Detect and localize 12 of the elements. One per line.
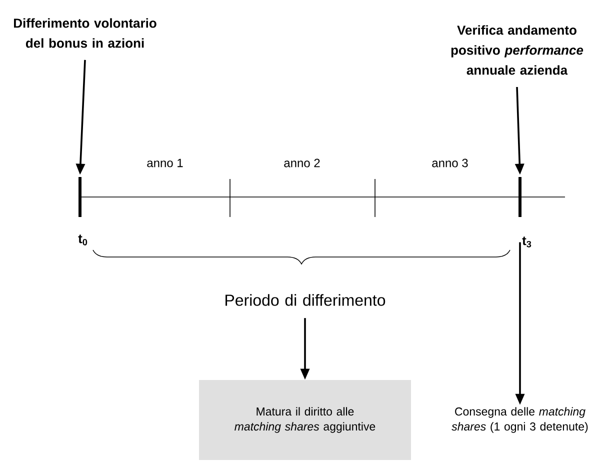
year-label: anno 2 — [282, 158, 322, 168]
note-text: Consegna delle matching shares (1 ogni 3 detenute) — [452, 407, 588, 433]
year-label: anno 1 — [146, 158, 184, 168]
time-label: t$_{3}$ — [522, 236, 532, 248]
period-label: Periodo di differimento — [226, 294, 386, 306]
heading-text: Verifica andamento positivo performance annuale azienda — [451, 25, 584, 75]
year-label: anno 3 — [430, 158, 470, 168]
heading-text: Differimento volontario del bonus in azioni — [14, 18, 156, 48]
shaded-box: Matura il diritto alle matching shares aggiuntive — [199, 380, 411, 460]
tick-mark — [78, 177, 82, 217]
tick-mark — [518, 177, 522, 217]
time-label: t$_{0}$ — [78, 234, 88, 246]
